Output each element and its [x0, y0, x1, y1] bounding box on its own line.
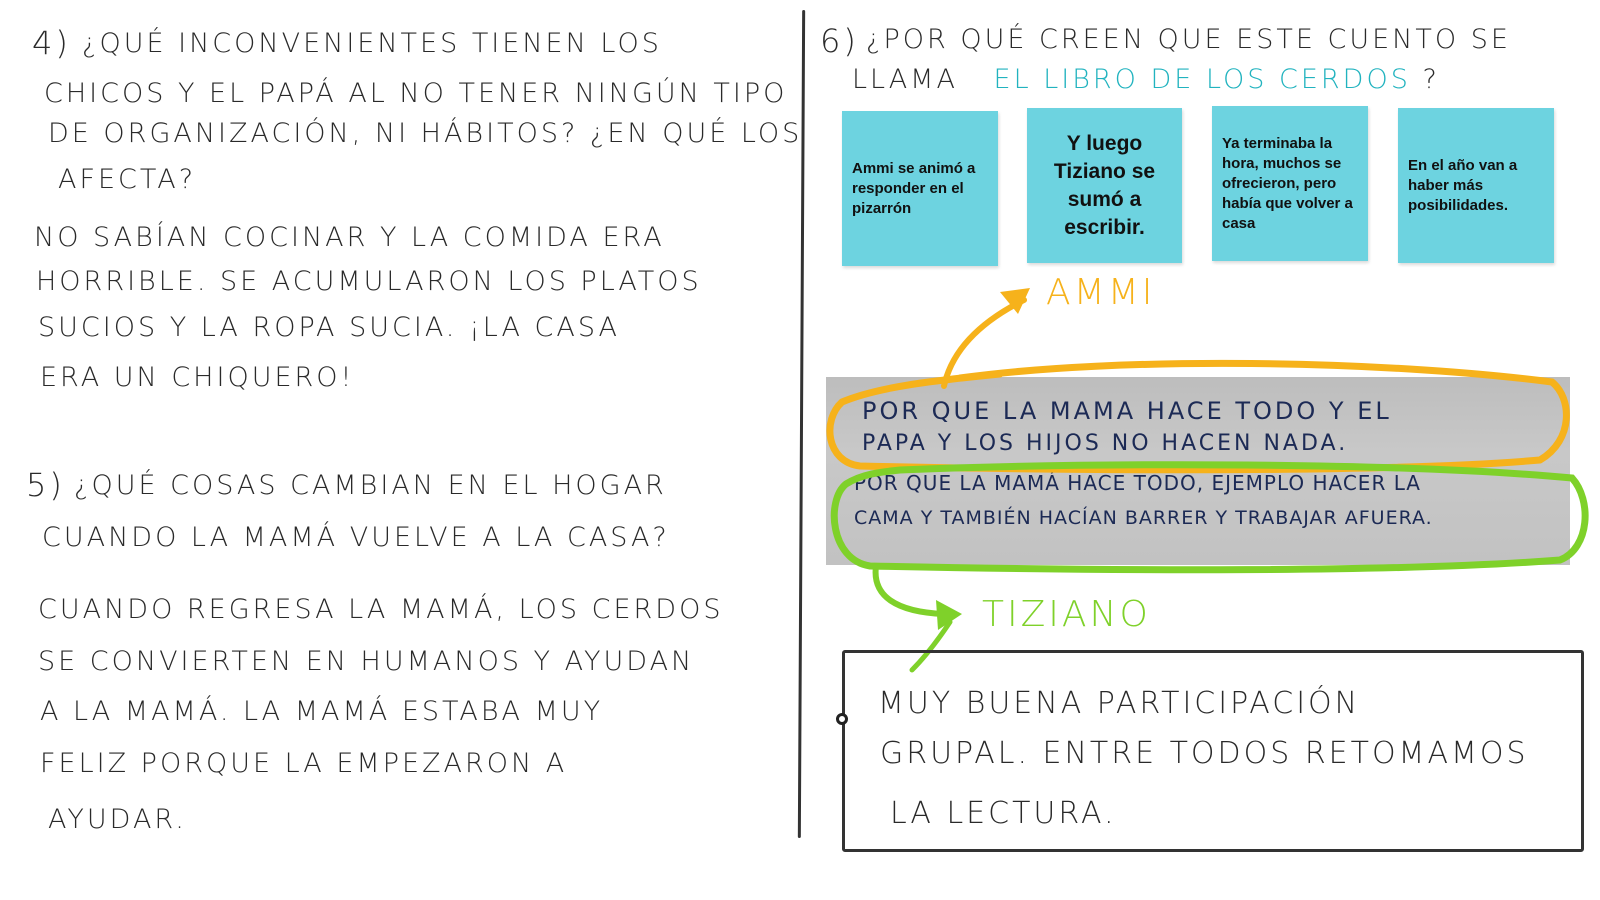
answer-5-line: SE CONVIERTEN EN HUMANOS Y AYUDAN — [38, 646, 695, 677]
question-4-line: CHICOS Y EL PAPÁ AL NO TENER NINGÚN TIPO — [44, 78, 788, 109]
answer-5-line: FELIZ PORQUE LA EMPEZARON A — [40, 748, 568, 779]
answer-4-line: NO SABÍAN COCINAR Y LA COMIDA ERA — [34, 222, 665, 253]
conclusion-box — [842, 650, 1584, 852]
board-line-ammi: POR QUE LA MAMA HACE TODO Y EL — [862, 397, 1392, 425]
answer-4-line: ERA UN CHIQUERO! — [40, 362, 355, 393]
question-4-number: 4) — [32, 24, 71, 62]
conclusion-line: MUY BUENA PARTICIPACIÓN — [878, 686, 1361, 721]
tiziano-arrow-head-icon — [936, 600, 962, 630]
board-line-tiziano: CAMA Y TAMBIÉN HACÍAN BARRER Y TRABAJAR … — [854, 507, 1433, 529]
question-4-line: ¿QUÉ INCONVENIENTES TIENEN LOS — [82, 28, 662, 59]
ammi-arrow-head-icon — [1000, 288, 1030, 314]
answer-5-line: A LA MAMÁ. LA MAMÁ ESTABA MUY — [40, 696, 604, 727]
sticky-note-1: Ammi se animó a responder en el pizarrón — [842, 111, 998, 266]
answer-4-line: HORRIBLE. SE ACUMULARON LOS PLATOS — [36, 266, 702, 297]
question-4-line: DE ORGANIZACIÓN, NI HÁBITOS? ¿EN QUÉ LOS — [48, 118, 803, 149]
answer-4-line: SUCIOS Y LA ROPA SUCIA. ¡LA CASA — [38, 312, 620, 343]
sticky-note-2: Y luego Tiziano se sumó a escribir. — [1027, 108, 1182, 263]
question-6-suffix: ? — [1422, 64, 1440, 95]
sticky-note-3: Ya terminaba la hora, muchos se ofrecier… — [1212, 106, 1368, 261]
question-6-line: ¿POR QUÉ CREEN QUE ESTE CUENTO SE — [866, 24, 1511, 55]
question-5-line: ¿QUÉ COSAS CAMBIAN EN EL HOGAR — [74, 470, 667, 501]
question-5-line: CUANDO LA MAMÁ VUELVE A LA CASA? — [42, 522, 670, 553]
board-line-tiziano: POR QUE LA MAMÁ HACE TODO, EJEMPLO HACER… — [854, 471, 1421, 495]
student-name-tiziano: TIZIANO — [982, 594, 1151, 635]
answer-5-line: AYUDAR. — [48, 804, 187, 835]
question-5-number: 5) — [26, 466, 65, 504]
question-6-number: 6) — [820, 22, 859, 60]
bullet-dot-icon — [836, 713, 848, 725]
question-4-line: AFECTA? — [58, 164, 197, 195]
whiteboard-photo: POR QUE LA MAMA HACE TODO Y EL PAPA Y LO… — [826, 377, 1570, 565]
tiziano-arrow — [872, 563, 947, 617]
question-6-prefix: LLAMA — [852, 64, 958, 95]
question-6-line-2: LLAMA EL LIBRO DE LOS CERDOS ? — [852, 64, 1440, 95]
conclusion-line: GRUPAL. ENTRE TODOS RETOMAMOS — [880, 736, 1529, 771]
sticky-note-4: En el año van a haber más posibilidades. — [1398, 108, 1554, 263]
answer-5-line: CUANDO REGRESA LA MAMÁ, LOS CERDOS — [38, 594, 724, 625]
board-line-ammi: PAPA Y LOS HIJOS NO HACEN NADA. — [862, 431, 1349, 456]
story-title: EL LIBRO DE LOS CERDOS — [993, 64, 1411, 95]
ammi-arrow — [941, 297, 1027, 389]
student-name-ammi: AMMI — [1046, 272, 1156, 313]
conclusion-line: LA LECTURA. — [890, 796, 1117, 831]
